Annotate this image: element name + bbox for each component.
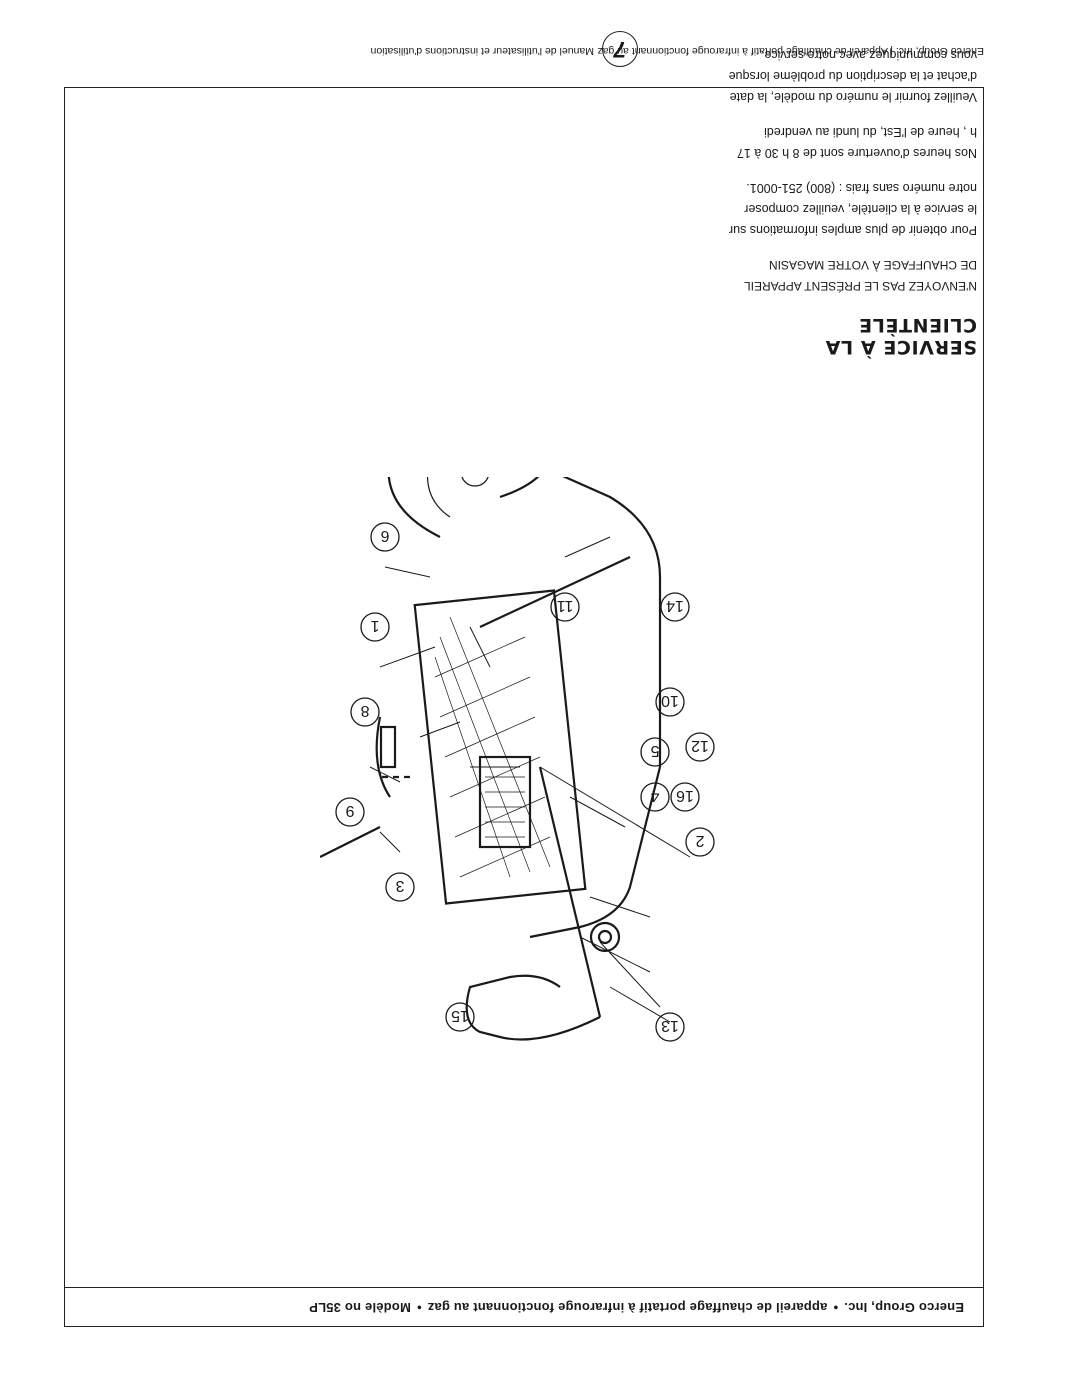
svg-text:13: 13	[661, 1017, 679, 1034]
section-title: SERVICE À LA CLIENTÈLE	[825, 314, 977, 358]
page-header: Enerco Group, Inc. | Appareil de chauffa…	[84, 31, 984, 67]
header-right-text: Manuel de l'utilisateur et instructions …	[370, 45, 594, 57]
svg-text:7: 7	[470, 477, 479, 479]
svg-text:3: 3	[395, 877, 404, 894]
callout-10: 10	[655, 687, 685, 717]
callout-15: 15	[445, 1002, 475, 1032]
callout-1: 1	[360, 612, 390, 642]
igniter	[379, 725, 397, 769]
svg-text:5: 5	[650, 742, 659, 759]
footer-bar: Enerco Group, Inc. • appareil de chauffa…	[64, 1287, 984, 1327]
cart-frame	[519, 477, 662, 767]
svg-text:8: 8	[360, 702, 369, 719]
callout-2: 2	[685, 827, 715, 857]
cart-handle	[465, 974, 601, 1041]
footer-separator: •	[833, 1300, 839, 1315]
regulator	[589, 921, 621, 953]
svg-text:16: 16	[676, 787, 694, 804]
callout-9: 9	[335, 797, 365, 827]
svg-text:2: 2	[695, 832, 704, 849]
contact-info: Pour obtenir de plus amples informations…	[728, 181, 977, 237]
svg-text:9: 9	[345, 802, 354, 819]
callout-14: 14	[660, 592, 690, 622]
svg-text:15: 15	[451, 1007, 469, 1024]
callout-16: 16	[670, 782, 700, 812]
header-left-text: Enerco Group, Inc. | Appareil de chauffa…	[597, 45, 984, 57]
burner-element	[478, 755, 532, 849]
svg-text:14: 14	[666, 597, 684, 614]
page-number: 7	[602, 31, 638, 67]
callout-11: 11	[550, 592, 580, 622]
svg-text:6: 6	[380, 527, 389, 544]
gas-hose	[387, 477, 553, 538]
callout-4: 4	[640, 782, 670, 812]
callout-5: 5	[640, 737, 670, 767]
callout-13: 13	[655, 1012, 685, 1042]
footer-product: appareil de chauffage portatif à infraro…	[427, 1300, 828, 1315]
footer-separator: •	[416, 1300, 422, 1315]
callout-8: 8	[350, 697, 380, 727]
callout-7: 7	[460, 477, 490, 487]
footer-brand: Enerco Group, Inc.	[844, 1300, 964, 1315]
business-hours: Nos heures d'ouverture sont de 8 h 30 à …	[736, 125, 977, 160]
svg-text:12: 12	[691, 737, 709, 754]
svg-text:10: 10	[661, 692, 679, 709]
callout-6: 6	[370, 522, 400, 552]
heater-panel	[413, 589, 587, 905]
diagram-callouts: 13 15 3 9 8 1 6 7 2 16 4 5 12 10 14 11	[335, 477, 715, 1042]
shipping-warning: N'ENVOYEZ PAS LE PRÉSENT APPAREIL DE CHA…	[744, 258, 977, 293]
svg-text:1: 1	[370, 617, 379, 634]
customer-service-section: SERVICE À LA CLIENTÈLE N'ENVOYEZ PAS LE …	[727, 30, 977, 358]
svg-text:11: 11	[557, 597, 574, 614]
footer-model: Modèle no 35LP	[309, 1300, 411, 1315]
parts-diagram: 13 15 3 9 8 1 6 7 2 16 4 5 12 10 14 11	[320, 477, 715, 1042]
svg-text:4: 4	[650, 787, 659, 804]
callout-3: 3	[385, 872, 415, 902]
callout-12: 12	[685, 732, 715, 762]
